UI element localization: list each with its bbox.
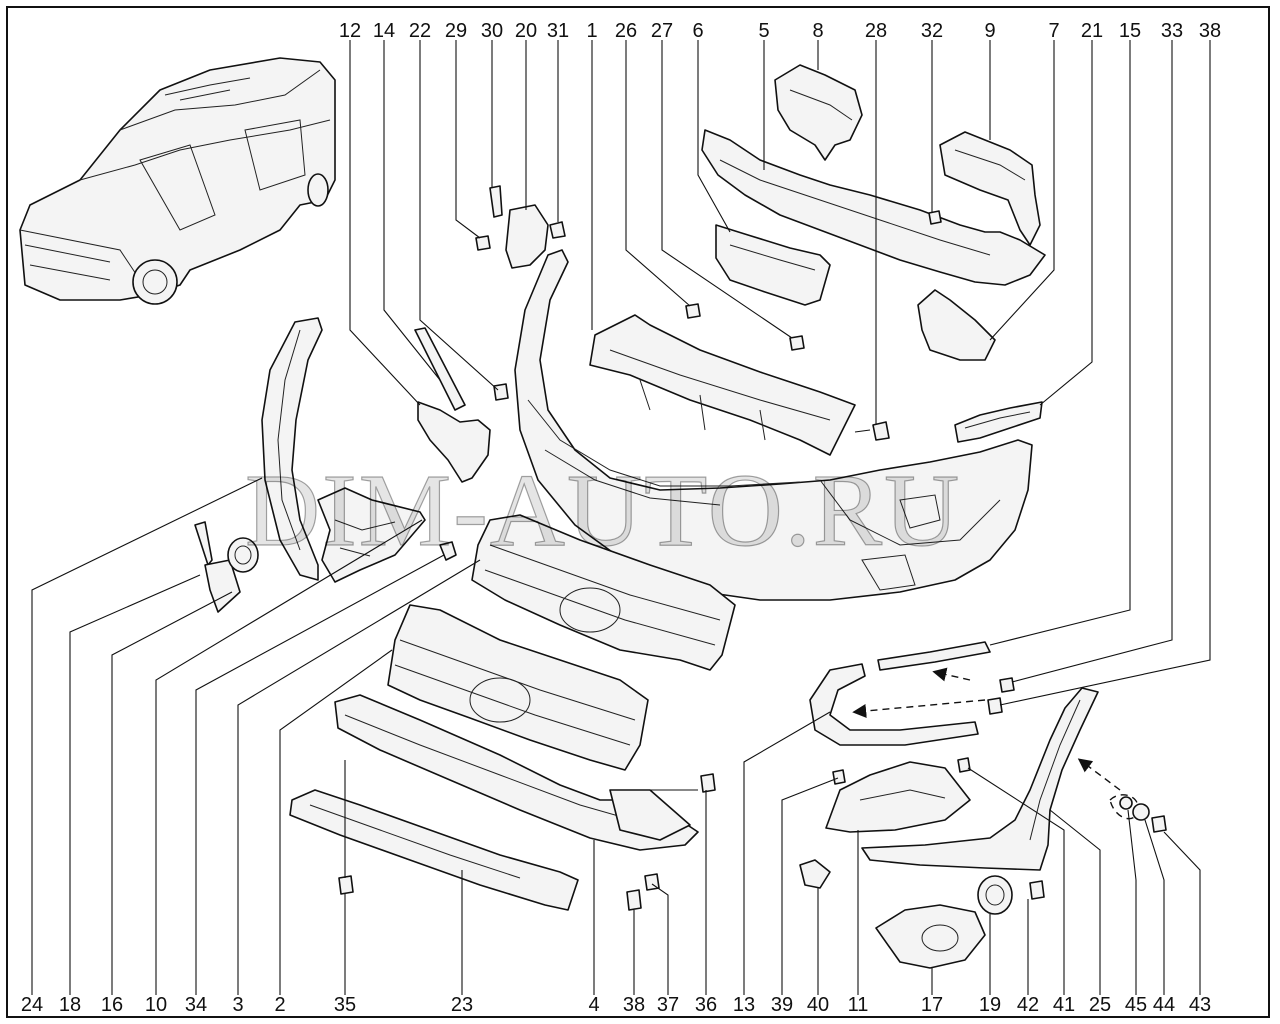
bottom-callout-45: 45	[1125, 994, 1147, 1016]
bottom-callout-37: 37	[657, 994, 679, 1016]
bottom-callout-10: 10	[145, 994, 167, 1016]
top-callout-29: 29	[445, 20, 467, 42]
top-callout-26: 26	[615, 20, 637, 42]
bottom-callout-19: 19	[979, 994, 1001, 1016]
bottom-callout-44: 44	[1153, 994, 1175, 1016]
bottom-callout-43: 43	[1189, 994, 1211, 1016]
vehicle-illustration	[19, 57, 336, 305]
top-callout-27: 27	[651, 20, 673, 42]
part-right-bracket-7	[917, 289, 996, 361]
bottom-callout-25: 25	[1089, 994, 1111, 1016]
part-radiator-grille-2	[387, 604, 649, 771]
bottom-callout-17: 17	[921, 994, 943, 1016]
part-right-splash-shield-11	[799, 757, 971, 889]
top-callout-32: 32	[921, 20, 943, 42]
top-callout-7: 7	[1048, 20, 1059, 42]
bottom-callout-24: 24	[21, 994, 43, 1016]
part-bumper-reinforcement-5	[701, 129, 1046, 286]
top-callout-31: 31	[547, 20, 569, 42]
part-right-fog-lamp-area	[875, 875, 1045, 969]
part-right-bracket-9	[939, 131, 1041, 246]
part-radiator-grille-3	[471, 514, 736, 671]
top-callout-28: 28	[865, 20, 887, 42]
part-left-fog-lamp-area	[194, 521, 259, 613]
top-callout-15: 15	[1119, 20, 1141, 42]
part-fasteners-right	[1119, 796, 1167, 833]
part-side-slide-21	[954, 401, 1043, 443]
bottom-callout-3: 3	[232, 994, 243, 1016]
top-callout-5: 5	[758, 20, 769, 42]
bottom-callout-42: 42	[1017, 994, 1039, 1016]
bottom-callout-11: 11	[848, 994, 869, 1016]
bottom-callout-40: 40	[807, 994, 829, 1016]
watermark: DIM-AUTO.RU	[245, 453, 961, 568]
top-callout-12: 12	[339, 20, 361, 42]
bottom-callout-2: 2	[274, 994, 285, 1016]
part-front-bumper	[514, 249, 1033, 601]
leader-lines	[31, 40, 1211, 995]
part-upper-bracket-8	[774, 64, 863, 161]
part-clips-26-27	[685, 303, 805, 351]
bottom-callout-16: 16	[101, 994, 123, 1016]
top-callout-21: 21	[1081, 20, 1103, 42]
bottom-callout-39: 39	[771, 994, 793, 1016]
top-callout-30: 30	[481, 20, 503, 42]
bottom-callout-38: 38	[623, 994, 645, 1016]
bottom-callout-23: 23	[451, 994, 473, 1016]
top-callout-33: 33	[1161, 20, 1183, 42]
top-callout-14: 14	[373, 20, 395, 42]
part-fasteners-bottom	[338, 773, 716, 911]
part-nut-28	[854, 421, 890, 441]
bottom-callout-34: 34	[185, 994, 207, 1016]
part-left-grille-trim	[414, 327, 509, 483]
bottom-callout-18: 18	[59, 994, 81, 1016]
top-callout-6: 6	[692, 20, 703, 42]
part-right-trims	[809, 641, 1015, 746]
top-callout-9: 9	[984, 20, 995, 42]
top-callout-22: 22	[409, 20, 431, 42]
bottom-callout-41: 41	[1053, 994, 1075, 1016]
top-callout-20: 20	[515, 20, 537, 42]
bottom-callout-4: 4	[588, 994, 599, 1016]
bottom-callout-13: 13	[733, 994, 755, 1016]
top-callout-1: 1	[586, 20, 597, 42]
bottom-callout-36: 36	[695, 994, 717, 1016]
top-callout-labels: 12 14 22 29 30 20 31 1 26 27 6 5 8 28 32 9 7 21 15 33 38	[339, 20, 1221, 42]
top-callout-38: 38	[1199, 20, 1221, 42]
bottom-callout-35: 35	[334, 994, 356, 1016]
part-center-bracket-6	[715, 224, 831, 306]
part-bolt-32	[928, 210, 942, 225]
part-lower-grille-4	[334, 694, 699, 851]
part-fasteners-top	[475, 185, 566, 269]
part-left-bumper-bracket	[261, 317, 323, 581]
top-callout-8: 8	[812, 20, 823, 42]
